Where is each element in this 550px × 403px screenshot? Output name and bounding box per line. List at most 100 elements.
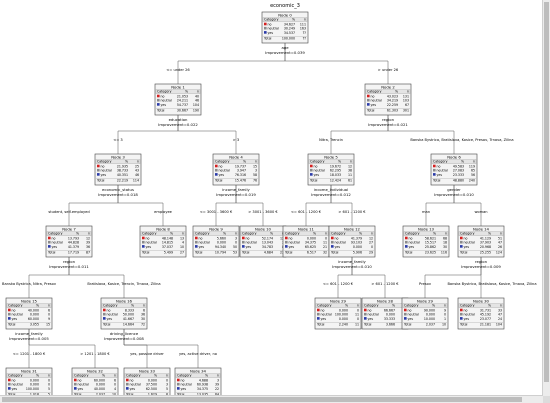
category-n: 39: [86, 241, 90, 245]
horizontal-scroll-thumb[interactable]: [2, 397, 522, 402]
category-header: Category: [404, 304, 419, 308]
node-title: Node 12: [344, 227, 361, 232]
node-title: Node 1: [171, 85, 185, 90]
category-pct: 10.000: [424, 317, 435, 321]
category-pct: 40.000: [94, 387, 105, 391]
category-pct: 25.862: [425, 245, 436, 249]
edge-label: > 3: [233, 138, 239, 142]
category-n: 11: [323, 241, 327, 245]
horizontal-scrollbar[interactable]: [0, 395, 543, 403]
split-variable: age: [281, 45, 289, 50]
category-n: 13: [180, 237, 184, 241]
category-n: 9: [48, 317, 50, 321]
total-pct: 2.037: [96, 393, 105, 397]
edge-label: yes, passive driver: [130, 352, 164, 356]
category-label: neutral: [107, 313, 119, 317]
node-box: [71, 367, 119, 400]
category-pct: 41.129: [480, 237, 491, 241]
vertical-scrollbar[interactable]: [542, 0, 550, 396]
category-swatch: [242, 240, 245, 244]
category-label: yes: [368, 317, 374, 321]
edge-label: Bratislava, Kosice, Trencin, Trnava, Zil…: [87, 282, 160, 286]
edge-label: Banska Bystrica, Bratislava, Kosice, Pre…: [410, 138, 513, 142]
category-pct: 4.688: [199, 379, 208, 383]
category-pct: 37.500: [146, 383, 157, 387]
node-header-row: [6, 303, 52, 308]
edge-line: [330, 185, 353, 226]
category-swatch: [460, 236, 463, 240]
category-pct: 60.000: [94, 379, 105, 383]
edge-label: <= 3001 - 3600 €: [200, 210, 233, 214]
tree-node[interactable]: Node 10Category%nno52.17412neutral13.043…: [239, 225, 287, 258]
node-title: Node 6: [447, 155, 461, 160]
category-n: 0: [357, 317, 359, 321]
category-label: yes: [321, 317, 327, 321]
pct-header: %: [185, 90, 188, 94]
category-label: yes: [437, 173, 443, 177]
total-pct: 14.664: [123, 323, 134, 327]
node-box: [402, 225, 450, 258]
node-box: [212, 153, 260, 186]
category-n: 6: [48, 309, 50, 313]
node-header-row: [365, 89, 411, 94]
category-pct: 0.000: [353, 245, 362, 249]
split-improvement: Improvement=0.009: [461, 264, 501, 269]
category-pct: 40.351: [117, 173, 128, 177]
category-label: yes: [107, 317, 113, 321]
n-header: n: [473, 160, 475, 164]
total-pct: 48.880: [453, 179, 464, 183]
n-header: n: [88, 232, 90, 236]
vertical-scroll-thumb[interactable]: [544, 2, 549, 382]
node-title: Node 28: [377, 299, 394, 304]
category-pct: 0.000: [339, 309, 348, 313]
total-n: 104: [496, 323, 502, 327]
total-n: 61: [348, 179, 352, 183]
edge-label: <= 1201 - 1800 €: [13, 352, 46, 356]
tree-edge: Banska Bystrica, Bratislava, Kosice, Trn…: [447, 257, 537, 298]
category-n: 21: [323, 245, 327, 249]
total-label: Total: [73, 393, 82, 397]
pct-header: %: [488, 304, 491, 308]
total-label: Total: [309, 179, 318, 183]
n-header: n: [350, 160, 352, 164]
category-header: Category: [142, 232, 157, 236]
tree-node[interactable]: Node 28Category%nno66.66712neutral0.0000…: [361, 297, 409, 330]
category-pct: 34.627: [284, 23, 295, 27]
split-improvement: Improvement=0.012: [311, 192, 351, 197]
category-header: Category: [8, 304, 23, 308]
node-header-row: [431, 159, 477, 164]
node-header-row: [262, 17, 308, 22]
total-label: Total: [432, 179, 441, 183]
category-pct: 44.828: [68, 241, 79, 245]
node-title: Node 7: [62, 227, 76, 232]
n-header: n: [444, 304, 446, 308]
category-swatch: [285, 245, 288, 248]
category-n: 1: [444, 317, 446, 321]
total-n: 116: [441, 251, 447, 255]
